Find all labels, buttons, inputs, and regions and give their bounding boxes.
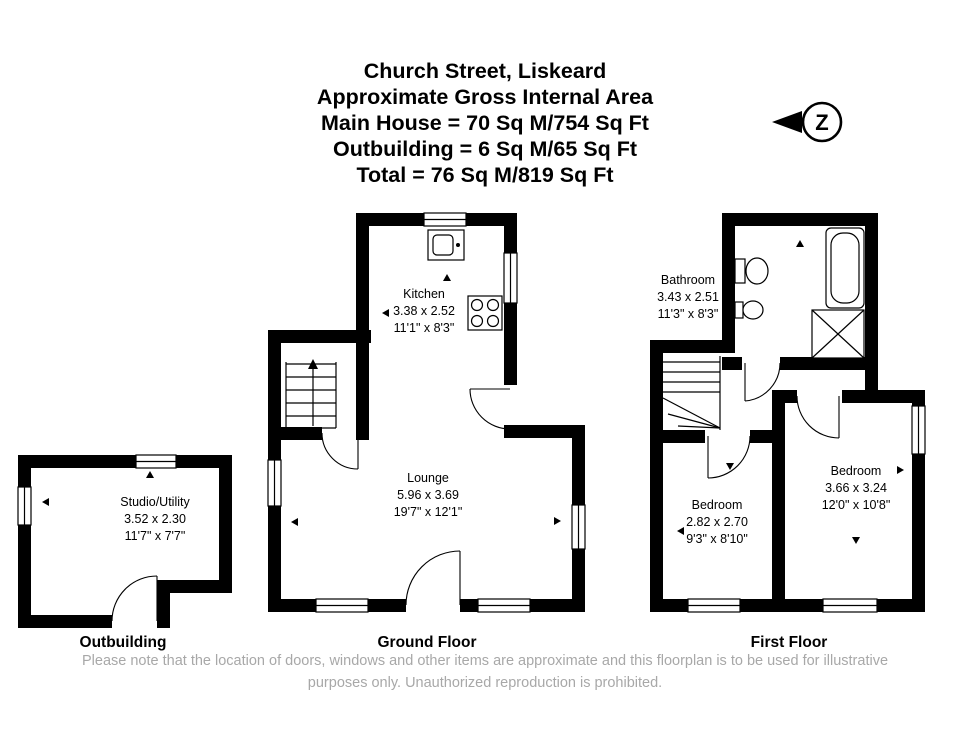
floor-label-first: First Floor	[750, 634, 828, 651]
room-label-lounge: Lounge 5.96 x 3.69 19'7" x 12'1"	[394, 470, 463, 521]
studio-dimension-arrows	[42, 471, 154, 506]
room-label-kitchen: Kitchen 3.38 x 2.52 11'1" x 8'3"	[393, 286, 455, 337]
disclaimer-line-1: Please note that the location of doors, …	[81, 653, 889, 669]
disclaimer: Please note that the location of doors, …	[82, 650, 888, 694]
disclaimer-line-2: purposes only. Unauthorized reproduction…	[307, 675, 663, 691]
room-name: Bathroom	[660, 273, 716, 287]
room-size-metric: 3.43 x 2.51	[657, 290, 719, 304]
room-name: Studio/Utility	[120, 495, 190, 509]
room-label-studio: Studio/Utility 3.52 x 2.30 11'7" x 7'7"	[120, 494, 189, 545]
toilet-icon	[734, 257, 769, 285]
room-size-imperial: 12'0" x 10'8"	[821, 498, 891, 512]
ground-floor-windows	[267, 212, 586, 613]
page-title: Church Street, Liskeard	[363, 59, 607, 83]
room-label-bathroom: Bathroom 3.43 x 2.51 11'3" x 8'3"	[657, 272, 719, 323]
header-main-house: Main House = 70 Sq M/754 Sq Ft	[321, 111, 649, 135]
staircase-ground	[285, 359, 337, 429]
room-size-imperial: 19'7" x 12'1"	[393, 505, 463, 519]
room-label-bedroom-large: Bedroom 3.66 x 3.24 12'0" x 10'8"	[822, 463, 891, 514]
first-dimension-arrows	[677, 240, 904, 544]
header-subtitle: Approximate Gross Internal Area	[316, 85, 654, 109]
kitchen-door	[469, 388, 511, 430]
room-name: Bedroom	[691, 498, 743, 512]
room-size-imperial: 11'3" x 8'3"	[657, 307, 719, 321]
room-size-imperial: 11'1" x 8'3"	[393, 321, 455, 335]
room-name: Bedroom	[830, 464, 882, 478]
staircase-first	[662, 356, 721, 430]
bathtub-icon	[825, 227, 865, 309]
room-size-imperial: 9'3" x 8'10"	[686, 532, 748, 546]
shower-tray-icon	[811, 309, 865, 359]
bedroom-large-door	[796, 395, 840, 439]
compass-letter: Z	[815, 110, 828, 135]
hall-door	[321, 432, 359, 470]
outbuilding-windows	[17, 454, 177, 526]
kitchen-sink-icon	[427, 229, 465, 261]
room-size-imperial: 11'7" x 7'7"	[124, 529, 186, 543]
basin-icon	[734, 300, 764, 320]
room-size-metric: 3.38 x 2.52	[393, 304, 455, 318]
ground-floor-plan	[267, 212, 586, 613]
room-size-metric: 3.52 x 2.30	[124, 512, 186, 526]
kitchen-hob-icon	[467, 295, 503, 331]
room-name: Kitchen	[403, 287, 445, 301]
bathroom-door	[744, 362, 781, 402]
room-label-bedroom-small: Bedroom 2.82 x 2.70 9'3" x 8'10"	[686, 497, 748, 548]
ground-floor-doors	[321, 388, 511, 612]
first-floor-windows	[687, 405, 926, 613]
ground-floor-walls	[268, 213, 585, 612]
floor-label-outbuilding: Outbuilding	[79, 634, 167, 651]
compass: Z	[772, 101, 843, 143]
floor-label-ground: Ground Floor	[377, 634, 477, 651]
room-size-metric: 3.66 x 3.24	[825, 481, 887, 495]
first-floor-doors	[707, 362, 840, 479]
header-total: Total = 76 Sq M/819 Sq Ft	[356, 163, 614, 187]
ground-dimension-arrows	[291, 274, 561, 526]
room-size-metric: 5.96 x 3.69	[397, 488, 459, 502]
first-floor-plan	[650, 213, 926, 613]
outbuilding-door	[111, 575, 158, 628]
header-outbuilding: Outbuilding = 6 Sq M/65 Sq Ft	[332, 137, 637, 161]
outbuilding-plan	[17, 454, 232, 628]
front-door	[405, 550, 461, 612]
header: Church Street, Liskeard Approximate Gros…	[317, 58, 653, 188]
bedroom-small-door	[707, 435, 751, 479]
compass-circle	[801, 101, 843, 143]
room-name: Lounge	[407, 471, 449, 485]
north-arrow-icon	[772, 111, 802, 133]
room-size-metric: 2.82 x 2.70	[686, 515, 748, 529]
